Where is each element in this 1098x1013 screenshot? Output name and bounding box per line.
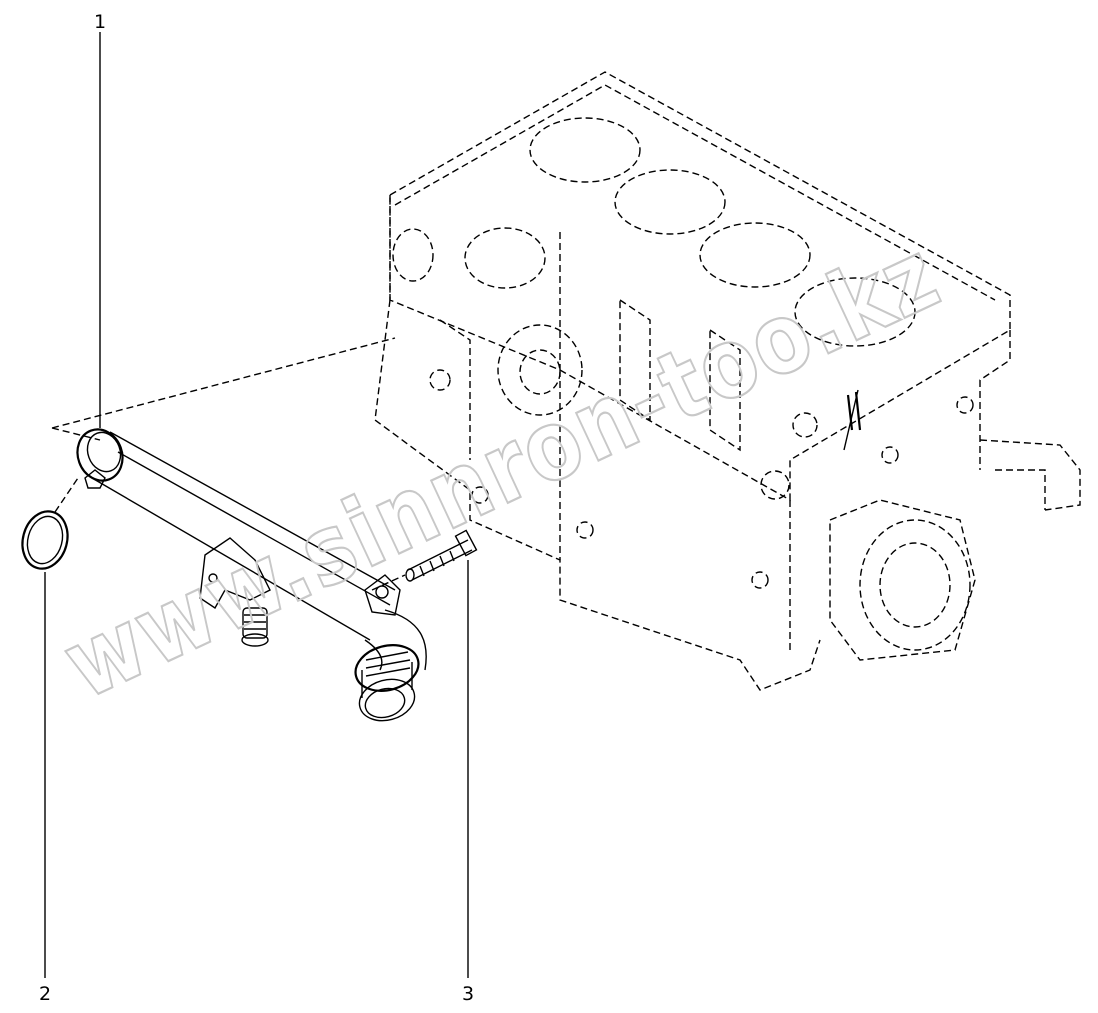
callout-number-3: 3	[462, 983, 474, 1005]
engine-block-outline	[51, 71, 1081, 691]
callout-number-1: 1	[94, 11, 106, 33]
watermark-text: www.sinnron-too.kz	[47, 218, 955, 721]
o-ring	[21, 477, 79, 570]
stud-bolt	[371, 529, 478, 591]
callout-number-2: 2	[39, 983, 51, 1005]
coolant-pipe	[76, 428, 427, 722]
callout-leaders	[44, 32, 469, 978]
